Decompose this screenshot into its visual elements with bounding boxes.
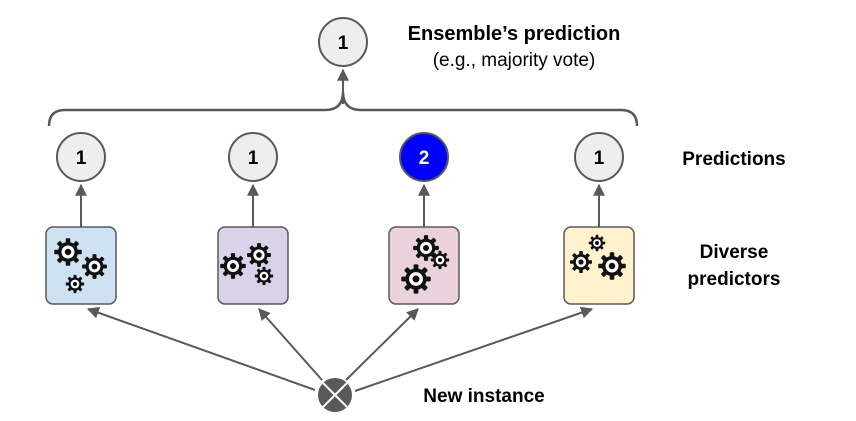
predictor-column-2: 1 bbox=[217, 132, 289, 305]
instance-to-predictor-arrow-3 bbox=[345, 308, 419, 381]
new-instance-node bbox=[318, 378, 352, 412]
instance-to-predictor-arrow-4 bbox=[354, 306, 594, 392]
prediction-circle-2 bbox=[228, 132, 278, 182]
ensemble-prediction-node: 1 bbox=[318, 17, 368, 67]
new-instance-label: New instance bbox=[423, 386, 544, 407]
prediction-value-3: 2 bbox=[419, 148, 430, 169]
predictor-column-3: 2 bbox=[388, 132, 460, 305]
instance-to-predictor-arrow-2 bbox=[258, 308, 323, 381]
predictor-column-1: 1 bbox=[45, 132, 117, 305]
prediction-value-4: 1 bbox=[594, 148, 605, 169]
ensemble-prediction-value: 1 bbox=[338, 33, 349, 54]
predictor-box-2 bbox=[217, 226, 289, 305]
predictors-label-line1: Diverse bbox=[700, 242, 769, 263]
predictors-label-line2: predictors bbox=[688, 269, 781, 290]
predictions-label: Predictions bbox=[682, 149, 785, 170]
prediction-circle-4 bbox=[574, 132, 624, 182]
predictor-box-3 bbox=[388, 226, 460, 305]
prediction-value-2: 1 bbox=[248, 148, 259, 169]
ensemble-subtitle: (e.g., majority vote) bbox=[433, 50, 596, 71]
curly-brace bbox=[47, 91, 639, 127]
instance-to-predictor-arrow-1 bbox=[86, 306, 316, 391]
prediction-circle-3 bbox=[399, 132, 449, 182]
prediction-value-1: 1 bbox=[76, 148, 87, 169]
predictor-column-4: 1 bbox=[563, 132, 635, 305]
ensemble-title: Ensemble’s prediction bbox=[408, 23, 621, 45]
prediction-circle-1 bbox=[56, 132, 106, 182]
